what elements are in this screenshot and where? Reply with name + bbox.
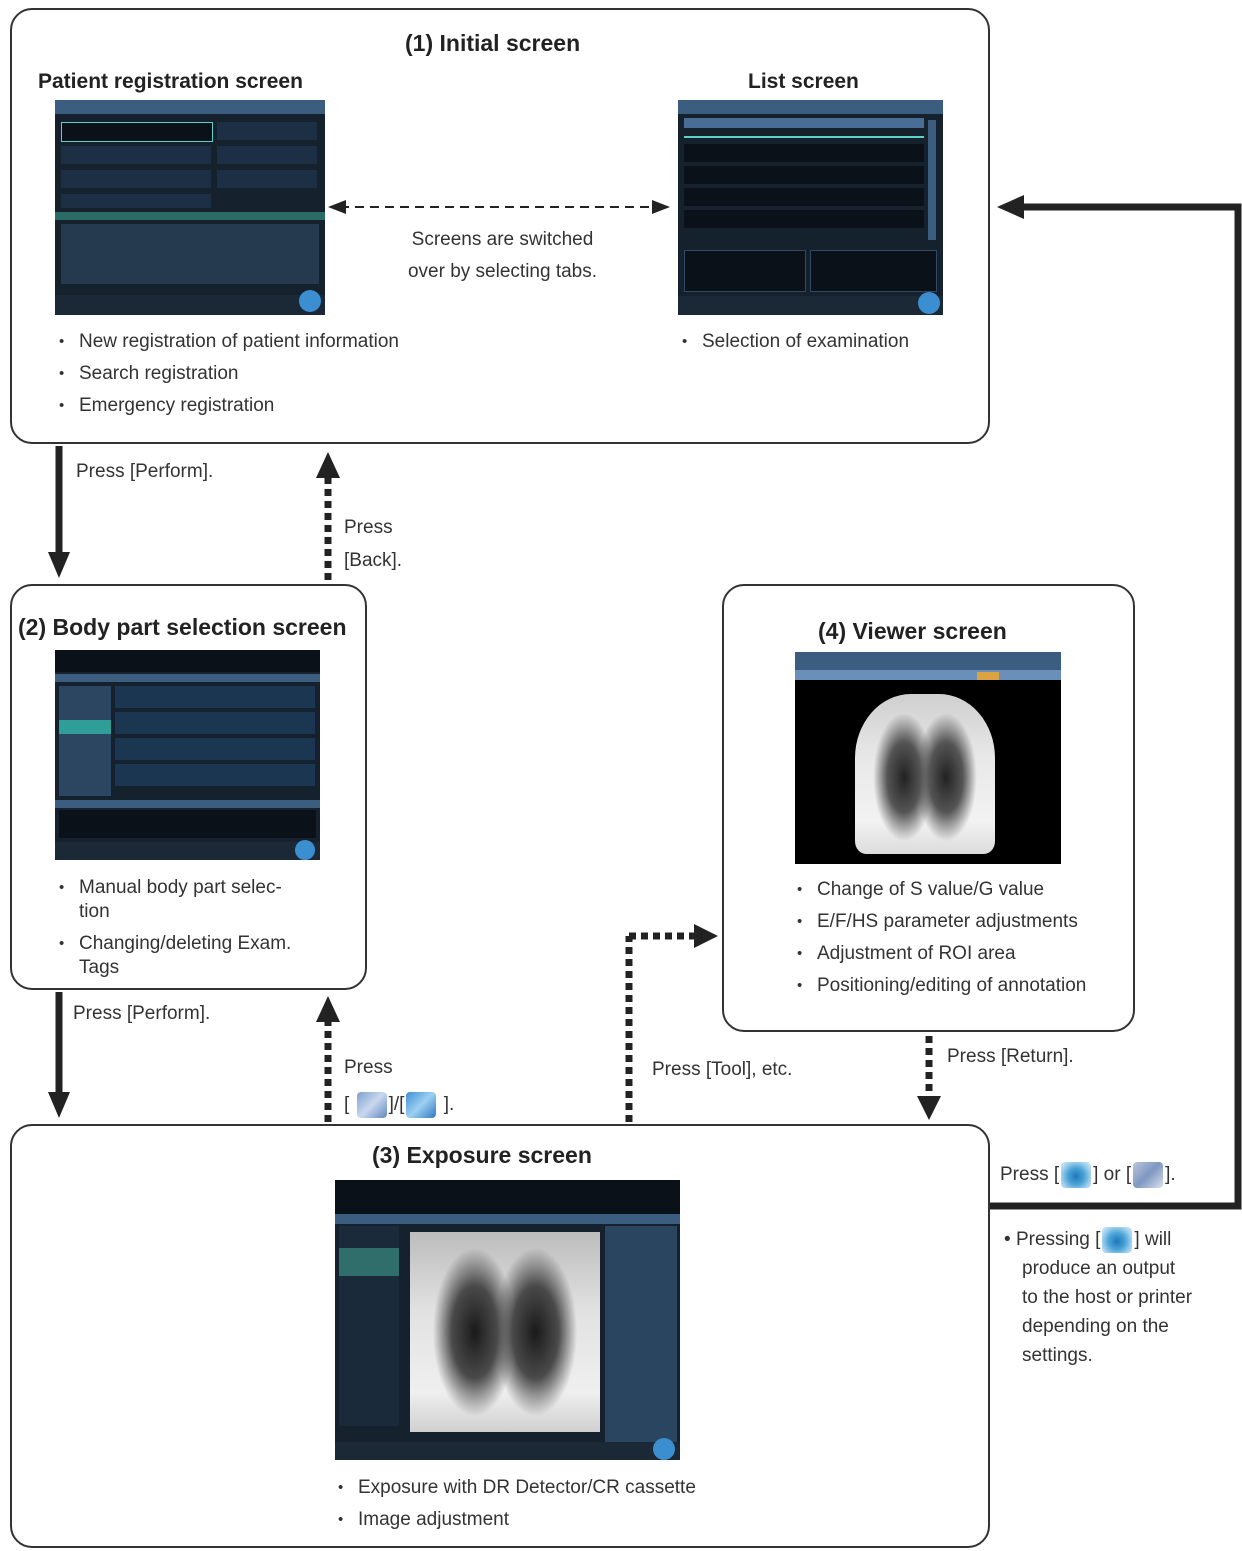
list-screenshot xyxy=(678,100,943,315)
bullet-image-adjustment: Image adjustment xyxy=(336,1508,796,1532)
body-part-screenshot xyxy=(55,650,320,860)
add-exam-icon xyxy=(406,1092,437,1118)
list-icon xyxy=(1133,1162,1164,1188)
output-note-open: Pressing [ xyxy=(1015,1229,1101,1250)
arrow-viewer-to-exposure xyxy=(917,1036,941,1120)
bullet-selection-of-examination: Selection of examination xyxy=(680,330,970,354)
bullet-new-registration: New registration of patient information xyxy=(57,330,487,354)
list-screen-title: List screen xyxy=(748,70,859,93)
switch-note-line2: over by selecting tabs. xyxy=(407,261,598,282)
arrow-bodypart-to-exposure xyxy=(48,992,70,1118)
bullet-search-registration: Search registration xyxy=(57,362,487,386)
bullet-roi-area: Adjustment of ROI area xyxy=(795,942,1125,966)
tab-switch-arrow xyxy=(328,200,670,214)
patient-registration-screenshot xyxy=(55,100,325,315)
press-back-line1: Press xyxy=(344,517,393,538)
patient-registration-title: Patient registration screen xyxy=(38,70,303,93)
output-close: ]. xyxy=(1165,1164,1176,1186)
patient-bullets: New registration of patient information … xyxy=(57,330,487,426)
press-return-label: Press [Return]. xyxy=(947,1046,1074,1067)
body-part-title: (2) Body part selection screen xyxy=(18,614,347,640)
viewer-title: (4) Viewer screen xyxy=(818,618,1007,644)
output-icon-note xyxy=(1102,1226,1133,1253)
output-note-line-4: settings. xyxy=(1022,1345,1093,1366)
bullet-annotation: Positioning/editing of annotation xyxy=(795,974,1125,998)
press-icon-line1: Press xyxy=(344,1057,393,1078)
list-bullets: Selection of examination xyxy=(680,330,970,362)
bullet-efhs-params: E/F/HS parameter adjustments xyxy=(795,910,1125,934)
press-icon-line2: [ ]/[ ]. xyxy=(344,1092,454,1118)
arrow-bodypart-to-initial xyxy=(316,452,340,580)
bracket-close: ]. xyxy=(443,1094,455,1116)
output-note: • Pressing [] will produce an output to … xyxy=(1004,1225,1240,1370)
output-note-line-3: depending on the xyxy=(1022,1316,1169,1337)
press-tool-label: Press [Tool], etc. xyxy=(652,1059,793,1080)
output-mid: ] or [ xyxy=(1093,1164,1132,1186)
arrow-initial-to-bodypart xyxy=(48,446,70,578)
exposure-screenshot xyxy=(335,1180,680,1460)
bullet-exposure-dr-cr: Exposure with DR Detector/CR cassette xyxy=(336,1476,796,1500)
bullet-emergency-registration: Emergency registration xyxy=(57,394,487,418)
press-back-line2: [Back]. xyxy=(344,550,403,571)
output-icon xyxy=(1061,1162,1092,1188)
output-open: Press [ xyxy=(1000,1164,1060,1186)
arrow-exposure-to-initial xyxy=(990,195,1242,1210)
initial-screen-title: (1) Initial screen xyxy=(405,30,581,56)
output-note-close: ] will xyxy=(1134,1229,1172,1250)
bullet-changing-tags: Changing/deleting Exam. Tags xyxy=(57,932,357,980)
exposure-bullets: Exposure with DR Detector/CR cassette Im… xyxy=(336,1476,796,1540)
press-perform-label-1: Press [Perform]. xyxy=(76,461,214,482)
chest-xray-viewer xyxy=(855,694,995,854)
exposure-title: (3) Exposure screen xyxy=(372,1142,592,1168)
viewer-bullets: Change of S value/G value E/F/HS paramet… xyxy=(795,878,1125,1006)
chest-xray-exposure xyxy=(410,1232,600,1432)
bracket-open: [ xyxy=(344,1094,350,1116)
switch-note-line1: Screens are switched xyxy=(411,229,594,250)
viewer-screenshot xyxy=(795,652,1061,864)
output-note-line-2: to the host or printer xyxy=(1022,1287,1193,1308)
bullet-change-s-g: Change of S value/G value xyxy=(795,878,1125,902)
arrow-exposure-to-bodypart xyxy=(316,996,340,1122)
body-part-bullets: Manual body part selec- tion Changing/de… xyxy=(57,876,357,988)
back-icon xyxy=(356,1092,387,1118)
bullet-manual-body-part: Manual body part selec- tion xyxy=(57,876,357,924)
press-perform-label-2: Press [Perform]. xyxy=(73,1003,211,1024)
bracket-mid: ]/[ xyxy=(388,1094,405,1116)
arrow-exposure-to-viewer xyxy=(625,924,718,1122)
output-note-line-1: produce an output xyxy=(1022,1258,1176,1279)
press-output-label: Press [ ] or []. xyxy=(1000,1162,1176,1188)
output-note-first-line: • Pressing [] will xyxy=(1004,1225,1240,1254)
